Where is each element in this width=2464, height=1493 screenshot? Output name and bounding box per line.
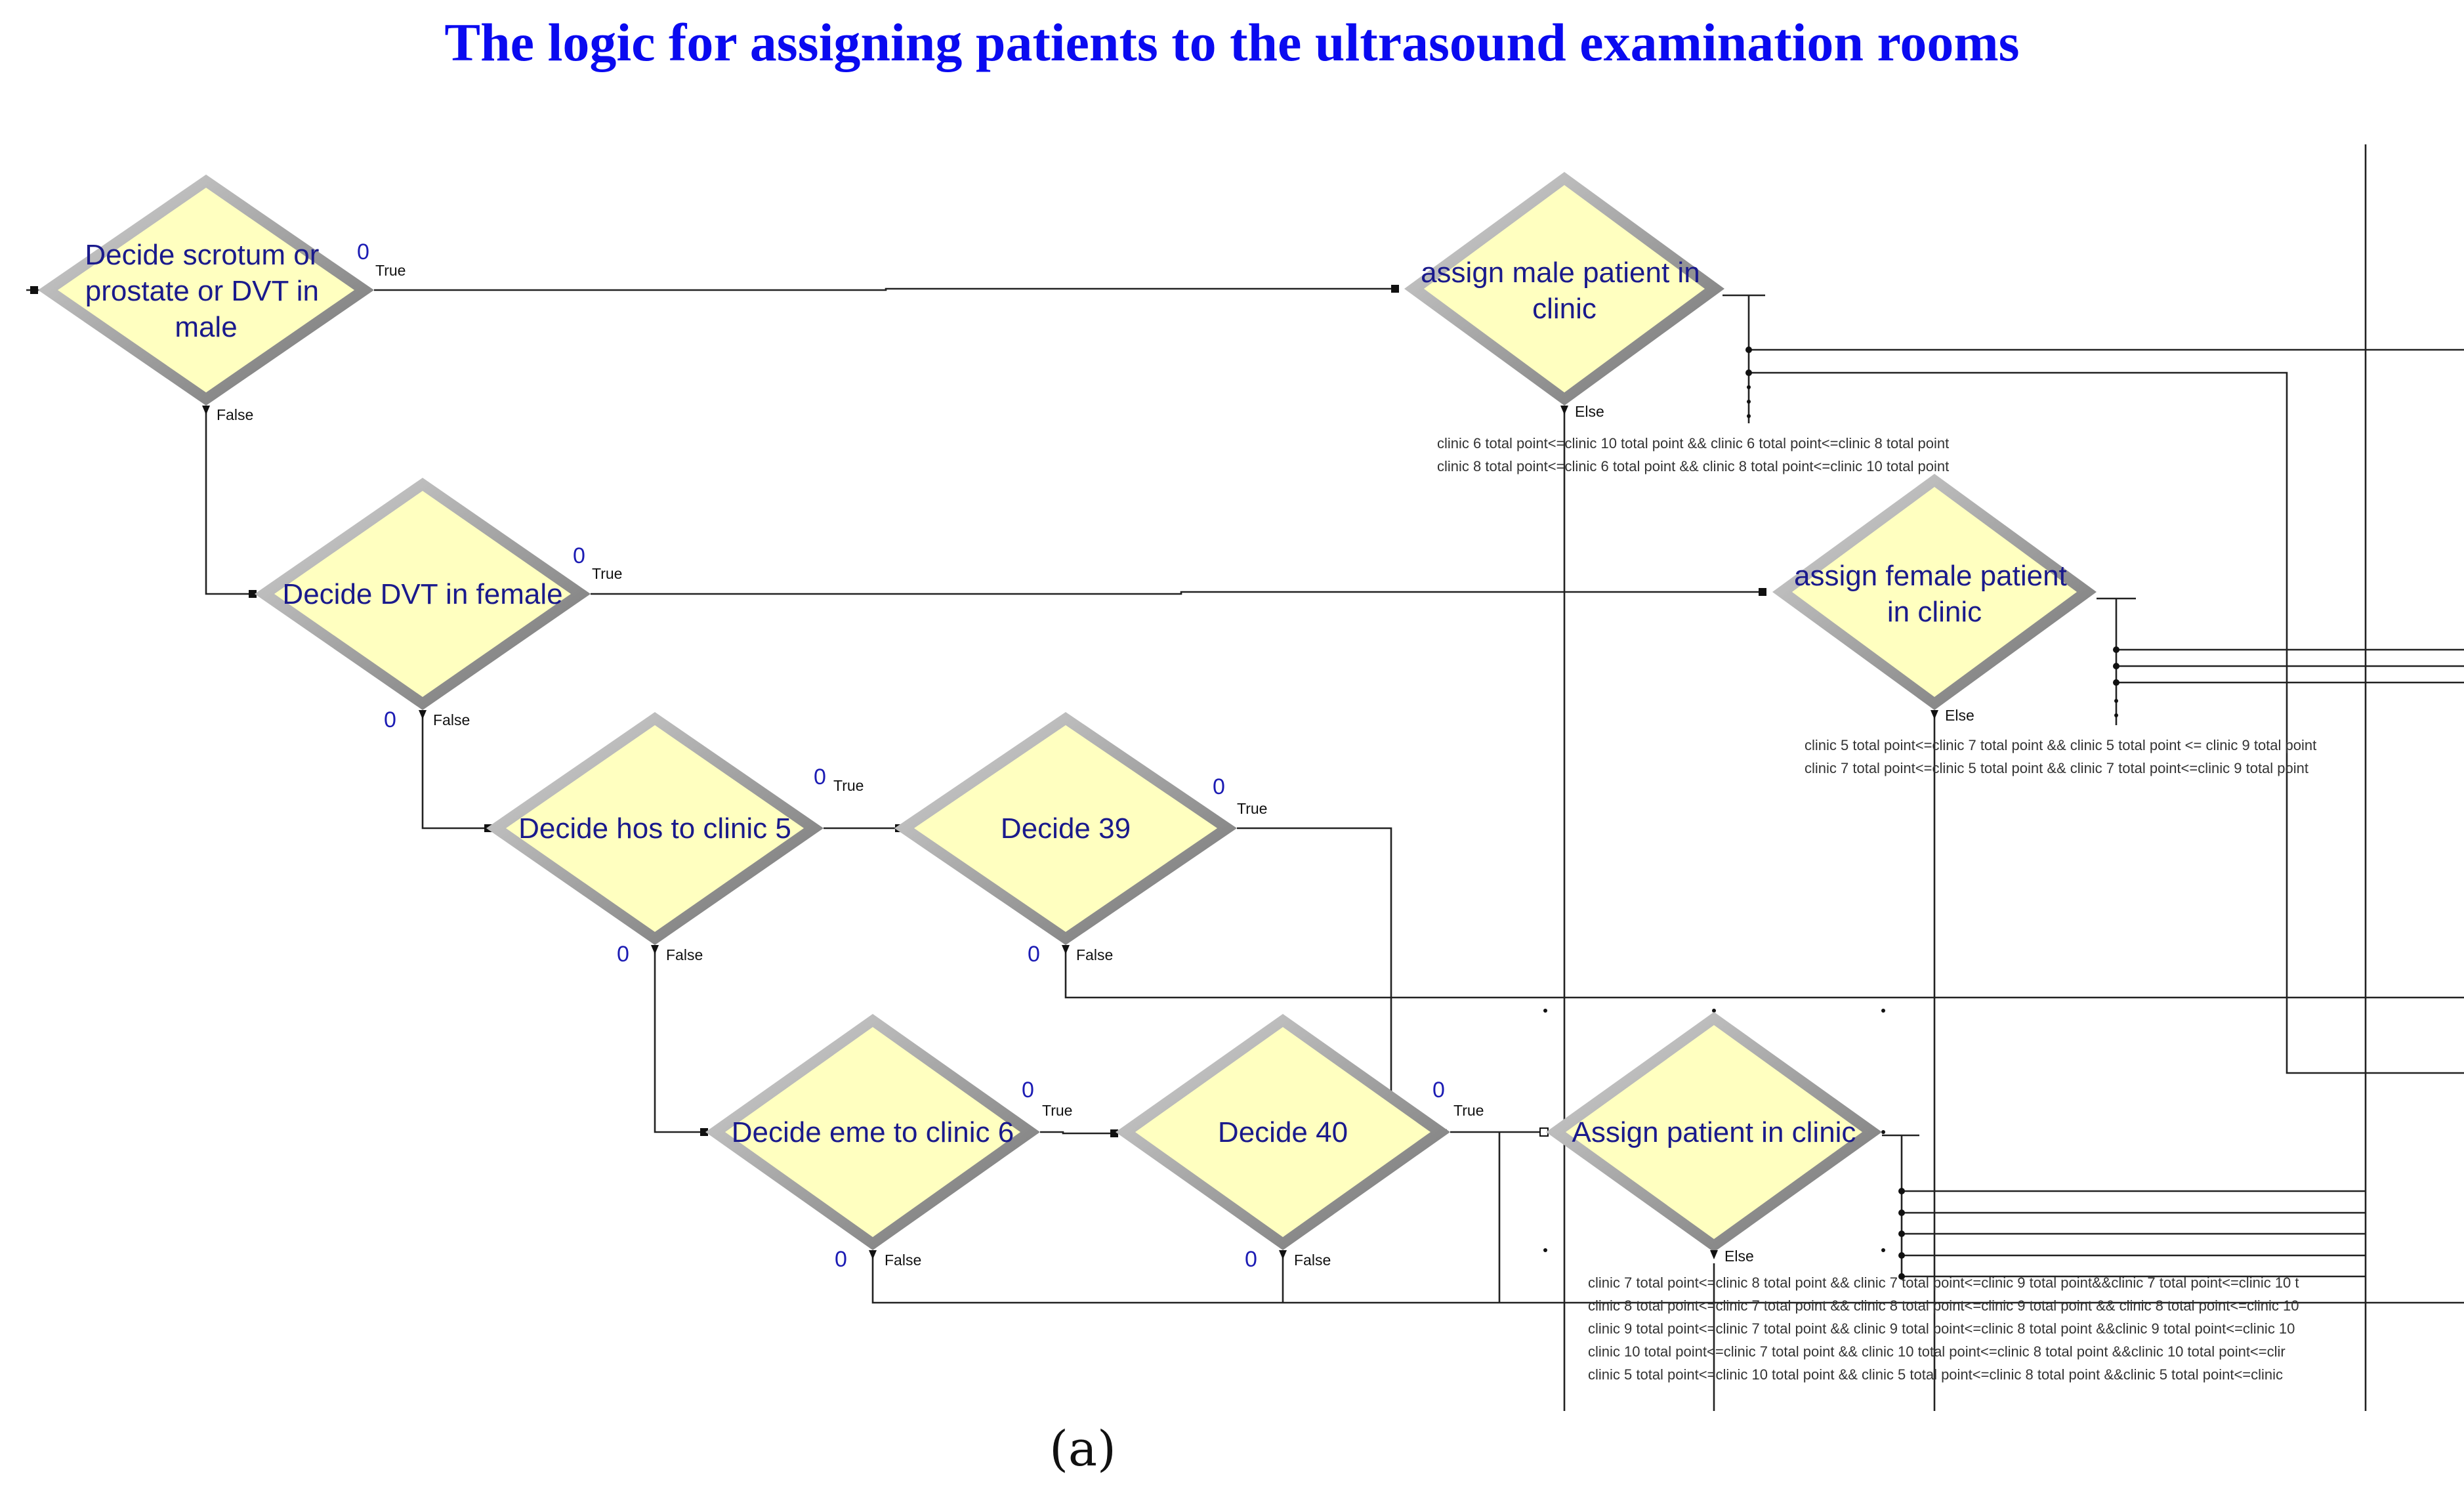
node-label-line: male [175, 311, 237, 343]
false-branch-label: False [1294, 1251, 1331, 1269]
else-branch-label: Else [1724, 1248, 1754, 1265]
condition-text: clinic 9 total point<=clinic 7 total poi… [1588, 1320, 2295, 1337]
assign-node-male-clinic[interactable]: assign male patient in clinic Else clini… [1404, 172, 1949, 474]
svg-text:Decide eme to clinic 6: Decide eme to clinic 6 [732, 1116, 1014, 1148]
node-label-line: Decide 39 [1001, 812, 1131, 845]
node-label-line: assign male patient in [1421, 257, 1700, 289]
svg-text:Assign patient in clinic: Assign patient in clinic [1572, 1116, 1856, 1148]
false-branch-label: False [1076, 946, 1113, 963]
svg-text:Decide hos to clinic 5: Decide hos to clinic 5 [518, 812, 791, 845]
true-branch-label: True [592, 565, 622, 582]
decide-node-hos-to-clinic-5[interactable]: Decide hos to clinic 5 0 True 0 False [486, 712, 864, 967]
entity-counter-true: 0 [1213, 774, 1225, 799]
entity-counter-false: 0 [1245, 1247, 1257, 1272]
entity-counter-true: 0 [573, 543, 585, 568]
svg-text:assign male patient in c: assign male patient in clinic [1421, 257, 1708, 325]
entity-counter: 0 [357, 240, 369, 264]
true-branch-label: True [1042, 1102, 1072, 1119]
condition-text: clinic 7 total point<=clinic 5 total poi… [1805, 760, 2308, 776]
false-branch-label: False [433, 711, 470, 728]
node-label-line: Decide 40 [1218, 1116, 1348, 1148]
node-label-line: Decide eme to clinic 6 [732, 1116, 1014, 1148]
svg-text:Decide scrotum or prosta: Decide scrotum or prostate or DVT in mal… [85, 239, 327, 343]
condition-text: clinic 7 total point<=clinic 8 total poi… [1588, 1274, 2299, 1291]
else-branch-label: Else [1575, 403, 1604, 420]
svg-text:assign female patient in: assign female patient in clinic [1794, 560, 2075, 628]
decide-node-scrotum-prostate-dvt-male[interactable]: Decide scrotum or prostate or DVT in mal… [38, 175, 406, 423]
svg-text:Decide 39: Decide 39 [1001, 812, 1131, 845]
node-label-line: prostate or DVT in [85, 275, 319, 307]
node-label-line: in clinic [1887, 596, 1982, 628]
condition-text: clinic 6 total point<=clinic 10 total po… [1437, 435, 1949, 452]
condition-text: clinic 10 total point<=clinic 7 total po… [1588, 1343, 2286, 1360]
condition-text: clinic 5 total point<=clinic 10 total po… [1588, 1366, 2283, 1383]
condition-text: clinic 8 total point<=clinic 7 total poi… [1588, 1297, 2299, 1314]
node-label-line: assign female patient [1794, 560, 2067, 592]
svg-text:Decide DVT in female: Decide DVT in female [282, 578, 562, 610]
diagram-title: The logic for assigning patients to the … [444, 12, 2020, 72]
decide-node-39[interactable]: Decide 39 0 True 0 False [894, 712, 1267, 967]
node-label-line: Assign patient in clinic [1572, 1116, 1856, 1148]
node-label-line: clinic [1532, 293, 1597, 325]
decide-node-eme-to-clinic-6[interactable]: Decide eme to clinic 6 0 True 0 False [705, 1014, 1072, 1272]
true-branch-label: True [833, 777, 864, 794]
else-branch-label: Else [1945, 707, 1974, 724]
entity-counter-false: 0 [1028, 942, 1040, 967]
entity-counter-true: 0 [1432, 1078, 1445, 1103]
true-branch-label: True [1237, 800, 1267, 817]
assign-node-female-clinic[interactable]: assign female patient in clinic Else cli… [1772, 474, 2316, 776]
entity-counter-true: 0 [1022, 1078, 1034, 1103]
node-label-line: Decide hos to clinic 5 [518, 812, 791, 845]
assign-node-patient-clinic[interactable]: Assign patient in clinic Else clinic 7 t… [1546, 1012, 2299, 1383]
node-label-line: Decide DVT in female [282, 578, 562, 610]
decide-node-dvt-female[interactable]: Decide DVT in female 0 True 0 False [255, 478, 622, 732]
entity-counter-false: 0 [835, 1247, 847, 1272]
entity-counter-true: 0 [814, 765, 826, 789]
connector-lines [26, 144, 2464, 1411]
false-branch-label: False [217, 406, 253, 423]
true-branch-label: True [375, 262, 406, 279]
false-branch-label: False [885, 1251, 921, 1269]
true-branch-label: True [1453, 1102, 1484, 1119]
svg-text:Decide 40: Decide 40 [1218, 1116, 1348, 1148]
decide-node-40[interactable]: Decide 40 0 True 0 False [1116, 1014, 1484, 1272]
node-label-line: Decide scrotum or [85, 239, 319, 271]
condition-text: clinic 5 total point<=clinic 7 total poi… [1805, 737, 2316, 753]
figure-caption: (a) [1049, 1421, 1116, 1477]
condition-text: clinic 8 total point<=clinic 6 total poi… [1437, 458, 1949, 474]
entity-counter-false: 0 [384, 707, 396, 732]
entity-counter-false: 0 [617, 942, 629, 967]
false-branch-label: False [666, 946, 703, 963]
